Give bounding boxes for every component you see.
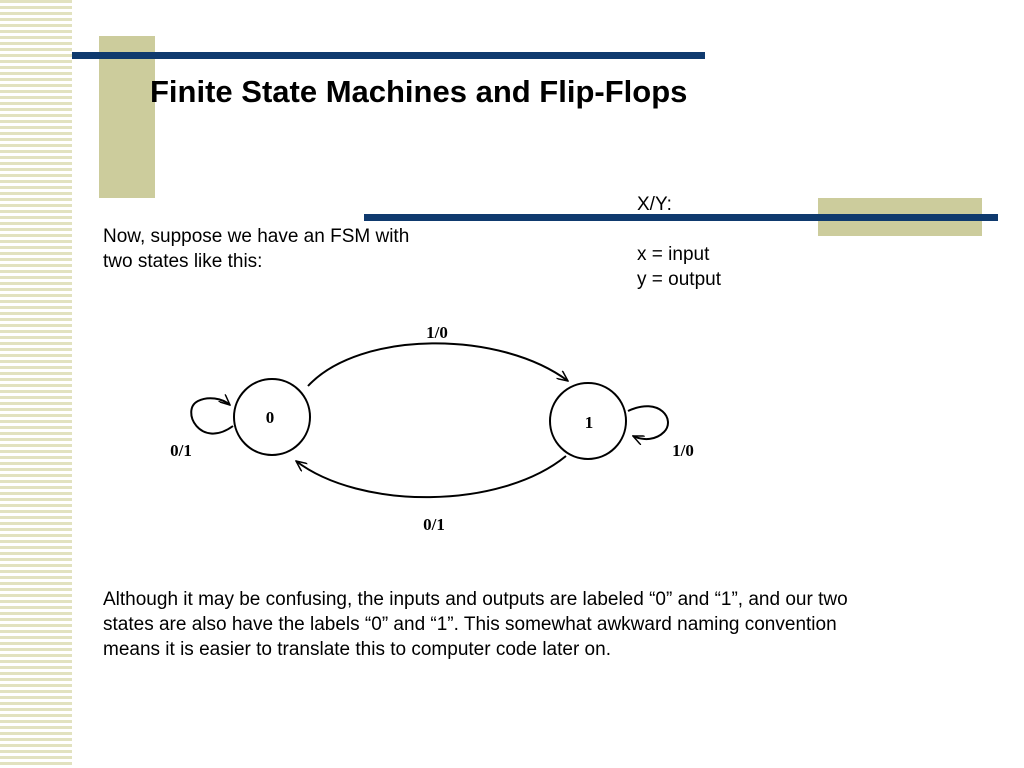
state-0-circle bbox=[233, 378, 311, 456]
transition-1-to-0-label: 0/1 bbox=[423, 515, 445, 534]
state-1-circle bbox=[549, 382, 627, 460]
legend-line-input: x = input bbox=[637, 244, 710, 265]
self-loop-0-label: 0/1 bbox=[170, 441, 192, 460]
self-loop-1-label: 1/0 bbox=[672, 441, 694, 460]
state-0-label: 0 bbox=[266, 408, 275, 427]
legend-heading: X/Y: bbox=[637, 194, 672, 215]
self-loop-1-arrow bbox=[627, 405, 669, 439]
intro-text: Now, suppose we have an FSM with two sta… bbox=[103, 226, 410, 272]
slide-title: Finite State Machines and Flip-Flops bbox=[150, 74, 688, 109]
title-rule bbox=[72, 52, 705, 59]
fsm-diagram: 0 1 1/0 0/1 0/1 1/0 bbox=[170, 323, 694, 534]
content-rule bbox=[364, 214, 998, 221]
self-loop-0-arrow bbox=[190, 398, 234, 435]
legend-box: X/Y: x = input y = output bbox=[637, 192, 807, 292]
accent-block-top bbox=[99, 36, 155, 198]
legend-line-output: y = output bbox=[637, 269, 721, 290]
transition-0-to-1-arrow bbox=[307, 342, 568, 387]
legend-gap bbox=[637, 217, 807, 242]
state-1-label: 1 bbox=[585, 413, 594, 432]
transition-0-to-1-label: 1/0 bbox=[426, 323, 448, 342]
decorative-stripes bbox=[0, 0, 72, 768]
transition-1-to-0-arrow bbox=[296, 455, 567, 499]
explanation-text: Although it may be confusing, the inputs… bbox=[103, 589, 848, 660]
